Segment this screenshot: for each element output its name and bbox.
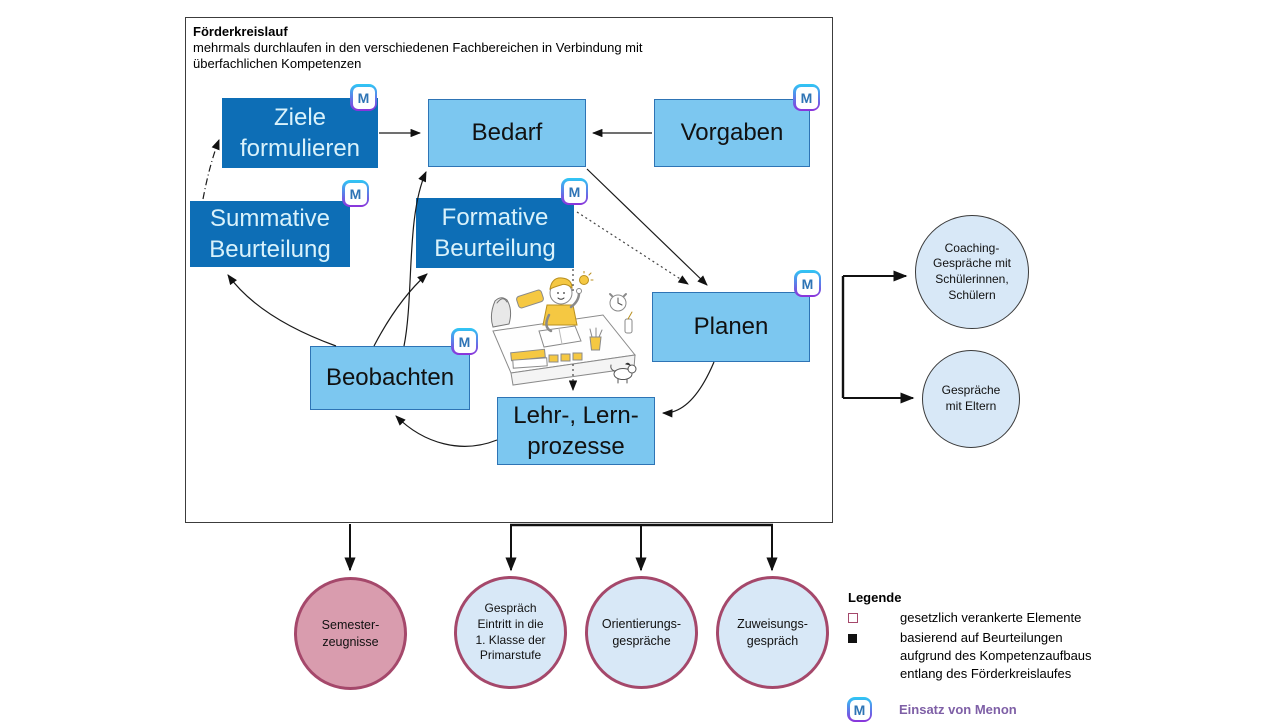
box-label: Lehr-, Lern- [513, 401, 639, 429]
circle-label: gespräch [746, 633, 799, 648]
circle-gespraeche-mit-eltern: Gespräche mit Eltern [922, 350, 1020, 448]
box-summative-beurteilung: Summative Beurteilung [190, 201, 350, 267]
circle-label: Semester- [321, 618, 380, 633]
box-label: Formative [441, 203, 549, 231]
circle-label: Zuweisungs- [737, 617, 808, 632]
circle-label: mit Eltern [945, 399, 997, 413]
circle-label: Gespräch [484, 601, 537, 616]
circle-label: 1. Klasse der [475, 632, 546, 647]
legend-item-outline: gesetzlich verankerte Elemente [900, 610, 1082, 625]
box-label: Bedarf [471, 119, 543, 147]
menon-icon: M [451, 328, 478, 355]
child-shirt [542, 304, 578, 326]
pencil-case [516, 289, 544, 309]
circle-label: gespräche [612, 633, 671, 648]
open-square-icon [848, 613, 858, 623]
circle-label: Gespräche [941, 383, 1001, 398]
box-bedarf: Bedarf [428, 99, 586, 167]
legend-item-filled-line3: entlang des Förderkreislaufes [900, 666, 1072, 681]
circle-label: Eintritt in die [477, 616, 544, 631]
menon-icon: M [342, 180, 369, 207]
box-label: Beurteilung [434, 235, 556, 262]
menon-icon: M [793, 84, 820, 111]
circle-semesterzeugnisse: Semester- zeugnisse [294, 577, 407, 690]
box-label: formulieren [239, 135, 361, 162]
box-lehr-lernprozesse: Lehr-, Lern- prozesse [497, 397, 655, 465]
box-label: Beurteilung [209, 236, 331, 263]
legend: Legende gesetzlich verankerte Elemente b… [847, 590, 1168, 722]
frame-caption: Förderkreislauf mehrmals durchlaufen in … [193, 24, 643, 72]
menon-icon: M [561, 178, 588, 205]
box-label: prozesse [527, 433, 625, 460]
legend-item-filled-line2: aufgrund des Kompetenzaufbaus [900, 648, 1092, 663]
circle-label: Schülerinnen, [935, 272, 1009, 286]
circle-orientierungsgespraeche: Orientierungs- gespräche [585, 576, 698, 689]
menon-icon: M [847, 697, 872, 722]
box-label: Summative [209, 204, 331, 232]
box-planen: Planen [652, 292, 810, 362]
pencil-cup [589, 336, 602, 351]
backpack [490, 297, 512, 328]
circle-label: Coaching- [944, 240, 1000, 255]
circle-label: zeugnisse [322, 634, 379, 649]
circle-label: Schülern [948, 287, 996, 302]
circle-label: Primarstufe [479, 648, 542, 663]
circle-gespraech-eintritt: Gespräch Eintritt in die 1. Klasse der P… [454, 576, 567, 689]
menon-icon: M [794, 270, 821, 297]
menon-icon: M [350, 84, 377, 111]
box-beobachten: Beobachten [310, 346, 470, 410]
box-formative-beurteilung: Formative Beurteilung [416, 198, 574, 268]
box-label: Beobachten [325, 364, 455, 392]
idea-bulb [579, 275, 589, 285]
circle-coaching-gespraeche: Coaching- Gespräche mit Schülerinnen, Sc… [915, 215, 1029, 329]
circle-label: Orientierungs- [601, 617, 682, 632]
box-label: Vorgaben [680, 119, 784, 147]
child-at-desk-illustration [490, 271, 637, 386]
legend-title: Legende [848, 590, 902, 605]
circle-zuweisungsgespraech: Zuweisungs- gespräch [716, 576, 829, 689]
box-ziele-formulieren: Ziele formulieren [222, 98, 378, 168]
legend-item-filled-line1: basierend auf Beurteilungen [900, 630, 1063, 645]
filled-square-icon [848, 634, 857, 643]
dog [610, 362, 637, 384]
diagram-title: Förderkreislauf [193, 24, 288, 39]
box-label: Planen [693, 313, 769, 341]
legend-item-menon: Einsatz von Menon [899, 702, 1017, 717]
drink-glass [624, 318, 633, 334]
diagram-subtitle-line1: mehrmals durchlaufen in den verschiedene… [193, 40, 643, 55]
box-vorgaben: Vorgaben [654, 99, 810, 167]
diagram-subtitle-line2: überfachlichen Kompetenzen [193, 56, 362, 71]
circle-label: Gespräche mit [932, 256, 1012, 271]
box-label: Ziele [273, 103, 327, 131]
